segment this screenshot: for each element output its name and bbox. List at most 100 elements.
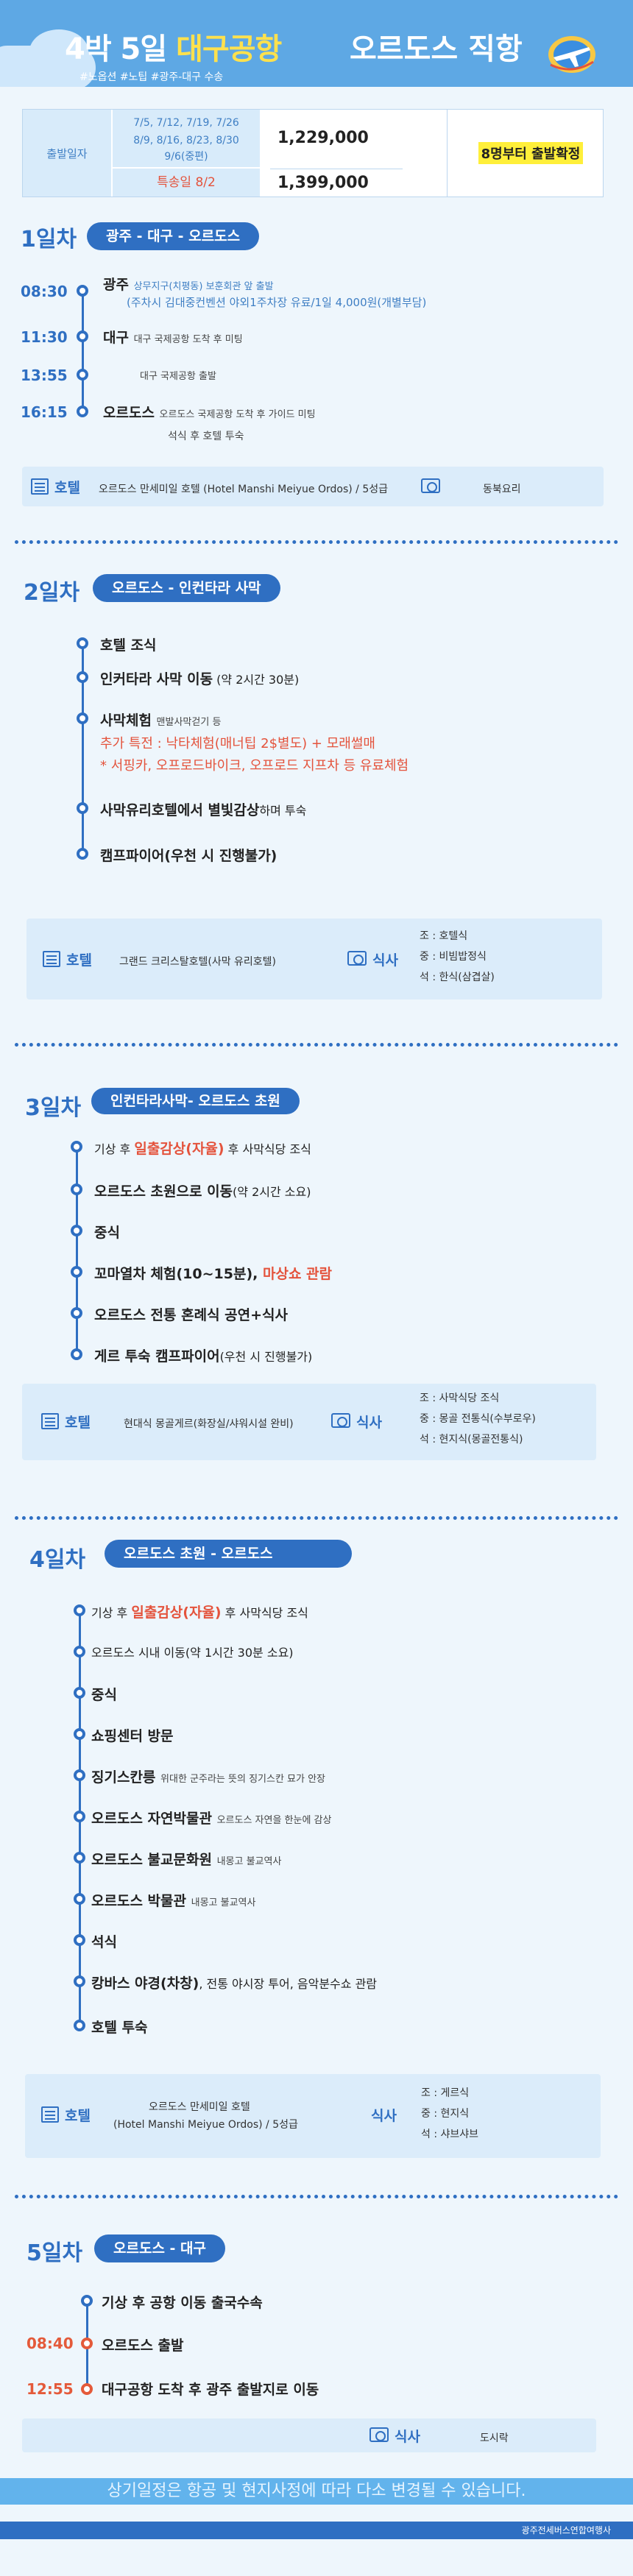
day3-item-4: 꼬마열차 체험(10~15분), 마상쇼 관람 bbox=[94, 1266, 332, 1282]
day2-item-3-optional: * 서핑카, 오프로드바이크, 오프로드 지프차 등 유료체험 bbox=[100, 758, 409, 774]
timeline-dot bbox=[81, 2338, 93, 2349]
day5-item-3: 대구공항 도착 후 광주 출발지로 이동 bbox=[102, 2382, 319, 2398]
timeline-dot bbox=[77, 285, 88, 297]
meal-icon bbox=[369, 2427, 389, 2442]
hotel-icon bbox=[41, 2106, 59, 2123]
hotel-icon bbox=[41, 1413, 59, 1429]
day2-item-1: 호텔 조식 bbox=[100, 637, 157, 654]
timeline-dot bbox=[74, 1934, 85, 1946]
day3-meals: 조 : 사막식당 조식 중 : 몽골 전통식(수부로우) 석 : 현지식(몽골전… bbox=[420, 1393, 536, 1446]
day3-hotel: 현대식 몽골게르(화장실/샤워시설 완비) bbox=[124, 1418, 294, 1430]
footer-brand: 광주전세버스연합여행사 bbox=[0, 2522, 633, 2539]
day5-meal: 도시락 bbox=[480, 2432, 509, 2444]
day3-title: 3일차 bbox=[25, 1095, 82, 1121]
day4-item-10: 캉바스 야경(차창), 전통 야시장 투어, 음악분수쇼 관람 bbox=[91, 1975, 378, 1992]
hotel-label: 호텔 bbox=[65, 2108, 91, 2124]
timeline-dot bbox=[74, 1646, 85, 1657]
timeline-dot bbox=[71, 1183, 82, 1195]
day2-title: 2일차 bbox=[24, 580, 80, 606]
meal-label: 식사 bbox=[371, 2108, 397, 2124]
meal-label: 식사 bbox=[372, 952, 398, 969]
day4-item-1: 기상 후 일출감상(자율) 후 사막식당 조식 bbox=[91, 1604, 308, 1621]
meal-label: 식사 bbox=[395, 2429, 420, 2445]
day1-meal: 동북요리 bbox=[483, 484, 521, 495]
section-divider bbox=[15, 1516, 618, 1520]
timeline-dot bbox=[77, 637, 88, 649]
hotel-label: 호텔 bbox=[54, 480, 80, 496]
day3-info-box: 호텔 현대식 몽골게르(화장실/샤워시설 완비) 식사 조 : 사막식당 조식 … bbox=[22, 1384, 596, 1460]
day1-item-4-note: 석식 후 호텔 투숙 bbox=[168, 431, 244, 442]
timeline-dot bbox=[71, 1141, 82, 1153]
departure-label: 출발일자 bbox=[23, 110, 111, 197]
day5-route: 오르도스 - 대구 bbox=[94, 2234, 225, 2262]
day3-route: 인컨타라사막- 오르도스 초원 bbox=[91, 1088, 300, 1114]
hotel-label: 호텔 bbox=[65, 1415, 91, 1431]
day5-item-1: 기상 후 공항 이동 출국수속 bbox=[102, 2295, 263, 2311]
timeline-dot bbox=[74, 1687, 85, 1699]
day1-time-4: 16:15 bbox=[21, 403, 68, 421]
day4-item-7: 오르도스 불교문화원 내몽고 불교역사 bbox=[91, 1852, 282, 1868]
section-divider bbox=[15, 2195, 618, 2198]
timeline-dot bbox=[77, 330, 88, 342]
day2-item-4: 사막유리호텔에서 별빛감상하며 투숙 bbox=[100, 802, 307, 818]
timeline-dot bbox=[74, 1604, 85, 1616]
day4-hotel-name: 오르도스 만세미일 호텔 bbox=[149, 2101, 250, 2113]
meal-icon bbox=[421, 478, 440, 493]
day1-item-1-note: (주차시 김대중컨벤션 야외1주차장 유료/1일 4,000원(개별부담) bbox=[127, 296, 427, 309]
day2-meals: 조 : 호텔식 중 : 비빔밥정식 석 : 한식(삼겹살) bbox=[420, 930, 495, 983]
day1-hotel: 오르도스 만세미일 호텔 (Hotel Manshi Meiyue Ordos)… bbox=[99, 484, 389, 495]
day3-timeline bbox=[76, 1148, 78, 1357]
day4-hotel-detail: (Hotel Manshi Meiyue Ordos) / 5성급 bbox=[113, 2119, 298, 2131]
price-regular: 1,229,000 bbox=[277, 129, 369, 147]
timeline-dot bbox=[77, 369, 88, 381]
meal-label: 식사 bbox=[356, 1415, 382, 1431]
trip-tags: #노옵션 #노팁 #광주-대구 수송 bbox=[79, 71, 224, 83]
timeline-dot bbox=[74, 1852, 85, 1864]
meal-icon bbox=[347, 951, 367, 966]
timeline-dot bbox=[71, 1348, 82, 1360]
day1-route: 광주 - 대구 - 오르도스 bbox=[87, 222, 260, 250]
section-divider bbox=[15, 540, 618, 544]
day1-time-1: 08:30 bbox=[21, 283, 68, 300]
day3-item-3: 중식 bbox=[94, 1225, 120, 1241]
day4-item-9: 석식 bbox=[91, 1934, 117, 1950]
day1-time-3: 13:55 bbox=[21, 367, 68, 384]
timeline-dot bbox=[74, 1728, 85, 1740]
day3-item-2: 오르도스 초원으로 이동(약 2시간 소요) bbox=[94, 1183, 311, 1200]
hotel-icon bbox=[43, 951, 60, 967]
direct-flight-title: 오르도스 직항 bbox=[350, 32, 523, 66]
timeline-dot bbox=[71, 1266, 82, 1278]
price-special: 1,399,000 bbox=[270, 169, 403, 197]
day4-meals: 조 : 게르식 중 : 현지식 석 : 샤브샤브 bbox=[421, 2087, 479, 2140]
day5-time-2: 08:40 bbox=[26, 2335, 74, 2352]
day4-item-11: 호텔 투숙 bbox=[91, 2020, 148, 2036]
cloud-decoration bbox=[0, 46, 96, 87]
timeline-dot bbox=[74, 1975, 85, 1987]
day5-title: 5일차 bbox=[26, 2240, 83, 2266]
timeline-dot bbox=[81, 2383, 93, 2395]
departure-confirm-note: 8명부터 출발확정 bbox=[457, 110, 604, 197]
day1-time-2: 11:30 bbox=[21, 328, 68, 346]
day4-item-3: 중식 bbox=[91, 1687, 117, 1703]
timeline-dot bbox=[77, 712, 88, 724]
day4-info-box: 호텔 오르도스 만세미일 호텔 (Hotel Manshi Meiyue Ord… bbox=[25, 2074, 601, 2158]
section-divider bbox=[15, 1043, 618, 1047]
day1-info-box: 호텔 오르도스 만세미일 호텔 (Hotel Manshi Meiyue Ord… bbox=[22, 467, 604, 506]
day2-item-3: 사막체험 맨발사막걷기 등 bbox=[100, 712, 222, 729]
day2-info-box: 호텔 그랜드 크리스탈호텔(사막 유리호텔) 식사 조 : 호텔식 중 : 비빔… bbox=[26, 919, 602, 999]
day1-item-4: 오르도스 오르도스 국제공항 도착 후 가이드 미팅 bbox=[103, 405, 316, 421]
timeline-dot bbox=[74, 1893, 85, 1905]
day1-title: 1일차 bbox=[21, 227, 77, 252]
airplane-logo-icon bbox=[548, 36, 595, 73]
departure-table: 출발일자 7/5, 7/12, 7/19, 7/26 8/9, 8/16, 8/… bbox=[22, 109, 604, 197]
day1-item-3: 대구 국제공항 출발 bbox=[140, 371, 216, 382]
day1-item-1: 광주 상무지구(치평동) 보훈회관 앞 출발 bbox=[103, 277, 274, 293]
hotel-icon bbox=[31, 478, 49, 495]
day2-item-2: 인커타라 사막 이동 (약 2시간 30분) bbox=[100, 671, 300, 687]
meal-icon bbox=[331, 1413, 350, 1428]
day2-item-5: 캠프파이어(우천 시 진행불가) bbox=[100, 848, 277, 864]
day1-timeline bbox=[82, 294, 84, 414]
special-departure-date: 특송일 8/2 bbox=[113, 169, 260, 197]
day2-item-3-bonus: 추가 특전 : 낙타체험(매너팁 2$별도) + 모래썰매 bbox=[100, 736, 375, 751]
